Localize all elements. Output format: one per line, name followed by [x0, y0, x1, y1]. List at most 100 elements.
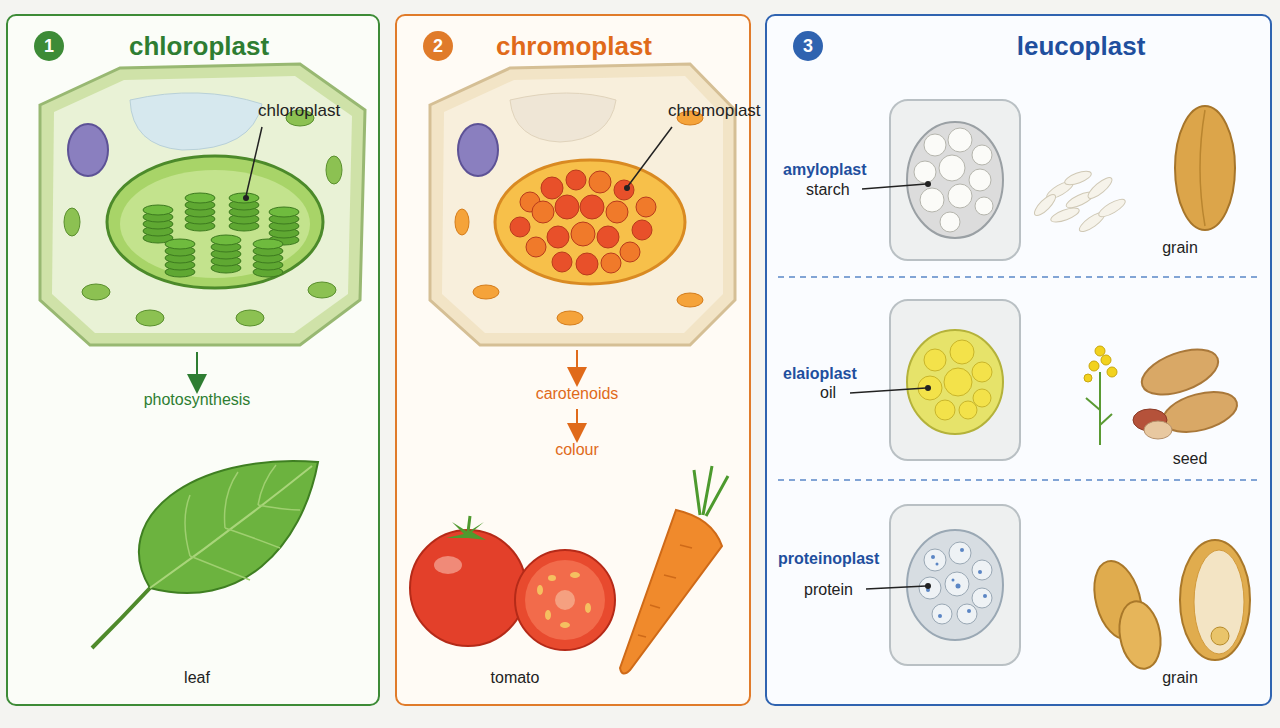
amyloplast-cell [890, 100, 1020, 260]
flow-arrow [576, 350, 578, 377]
process-label: amyloplast [783, 160, 867, 180]
chromoplast-organelle [526, 237, 546, 257]
leader-line [850, 388, 926, 393]
leader-line [243, 195, 249, 201]
proteinoplast-cell [957, 604, 977, 624]
chromoplast-organelle [606, 201, 628, 223]
plastid-panel: leucoplast 3 [765, 14, 1272, 706]
proteinoplast-cell [919, 577, 941, 599]
plant-cell [236, 310, 264, 326]
flower-picture [1089, 361, 1099, 371]
leader-line [925, 385, 931, 391]
part-label: oil [820, 383, 836, 403]
chromoplast-organelle [580, 195, 604, 219]
chloroplast-organelle [107, 156, 323, 288]
flow-arrow [197, 352, 198, 384]
plant-cell [82, 284, 110, 300]
panel-ground [6, 14, 1272, 706]
proteinoplast-cell [956, 584, 961, 589]
plant-cell [557, 311, 583, 325]
part-label: chloroplast [258, 101, 340, 121]
amyloplast-cell [948, 128, 972, 152]
plant-cell [40, 64, 365, 345]
panel-title: leucoplast [1017, 31, 1146, 61]
rice-picture [1085, 175, 1114, 202]
grain-picture [1175, 106, 1235, 230]
plant-cell [136, 310, 164, 326]
proteinoplast-cell [924, 549, 946, 571]
leader-line [866, 583, 931, 589]
chloroplast-organelle [211, 235, 241, 273]
panel-ground [765, 14, 1272, 706]
tomato-picture [560, 622, 570, 628]
plant-cell [677, 293, 703, 307]
flower-picture [1095, 346, 1105, 356]
amyloplast-cell [914, 161, 936, 183]
leader-line [850, 385, 931, 393]
leaf-picture [139, 461, 318, 593]
elaioplast-cell [890, 300, 1020, 460]
tomato-picture [537, 585, 543, 595]
grain-picture [1180, 540, 1250, 660]
leader-line [246, 127, 262, 196]
elaioplast-cell [959, 401, 977, 419]
tomato-picture [515, 550, 615, 650]
part-label: chromoplast [668, 101, 761, 121]
part-label: leaf [184, 668, 210, 688]
tomato-picture [537, 572, 591, 628]
elaioplast-cell [935, 400, 955, 420]
plant-cell [510, 93, 616, 142]
panel-title: chloroplast [129, 31, 269, 61]
proteinoplast-cell [978, 570, 982, 574]
proteinoplast-cell [932, 604, 952, 624]
chromoplast-organelle [532, 201, 554, 223]
leader-line [925, 583, 931, 589]
chromoplast-organelle [555, 195, 579, 219]
proteinoplast-cell [967, 609, 971, 613]
process-label: proteinoplast [778, 549, 879, 569]
chloroplast-organelle [120, 170, 310, 278]
tomato-picture [525, 560, 605, 640]
carrot-picture [694, 466, 728, 516]
proteinoplast-cell [945, 572, 969, 596]
panel-title: chromoplast [496, 31, 652, 61]
number-badge: 3 [793, 31, 823, 61]
leader-line [862, 181, 931, 189]
chromoplast-organelle [636, 197, 656, 217]
amyloplast-cell [907, 122, 1003, 238]
plant-cell [455, 209, 469, 235]
amyloplast-cell [920, 188, 944, 212]
chloroplast-organelle [165, 239, 195, 277]
proteinoplast-cell [890, 505, 1020, 665]
number-badge: 1 [34, 31, 64, 61]
flow-arrow [196, 352, 198, 384]
callout-number: 1 [44, 36, 54, 56]
leader-line [862, 184, 926, 189]
elaioplast-cell [924, 349, 946, 371]
amyloplast-cell [972, 145, 992, 165]
leaf-picture [185, 465, 300, 580]
proteinoplast-cell [960, 548, 964, 552]
amyloplast-cell [914, 128, 993, 232]
flower-picture [1084, 346, 1117, 445]
chloroplast-organelle [185, 193, 215, 231]
chloroplast-organelle [253, 239, 283, 277]
proteinoplast-cell [972, 560, 992, 580]
amyloplast-cell [940, 212, 960, 232]
divider-line [778, 277, 1260, 480]
peanut-picture [1133, 340, 1241, 439]
divider-line [778, 276, 1260, 278]
amyloplast-cell [948, 184, 972, 208]
callout-number: 3 [803, 36, 813, 56]
grain-picture [1175, 106, 1235, 230]
elaioplast-cell [950, 340, 974, 364]
plant-cell [326, 156, 342, 184]
rice-picture [1049, 205, 1081, 225]
rice-picture [1097, 196, 1128, 220]
number-badge: 2 [423, 31, 453, 61]
tomato-picture [446, 522, 486, 540]
process-label: elaioplast [783, 364, 857, 384]
proteinoplast-cell [907, 530, 1003, 640]
proteinoplast-cell [952, 579, 955, 582]
